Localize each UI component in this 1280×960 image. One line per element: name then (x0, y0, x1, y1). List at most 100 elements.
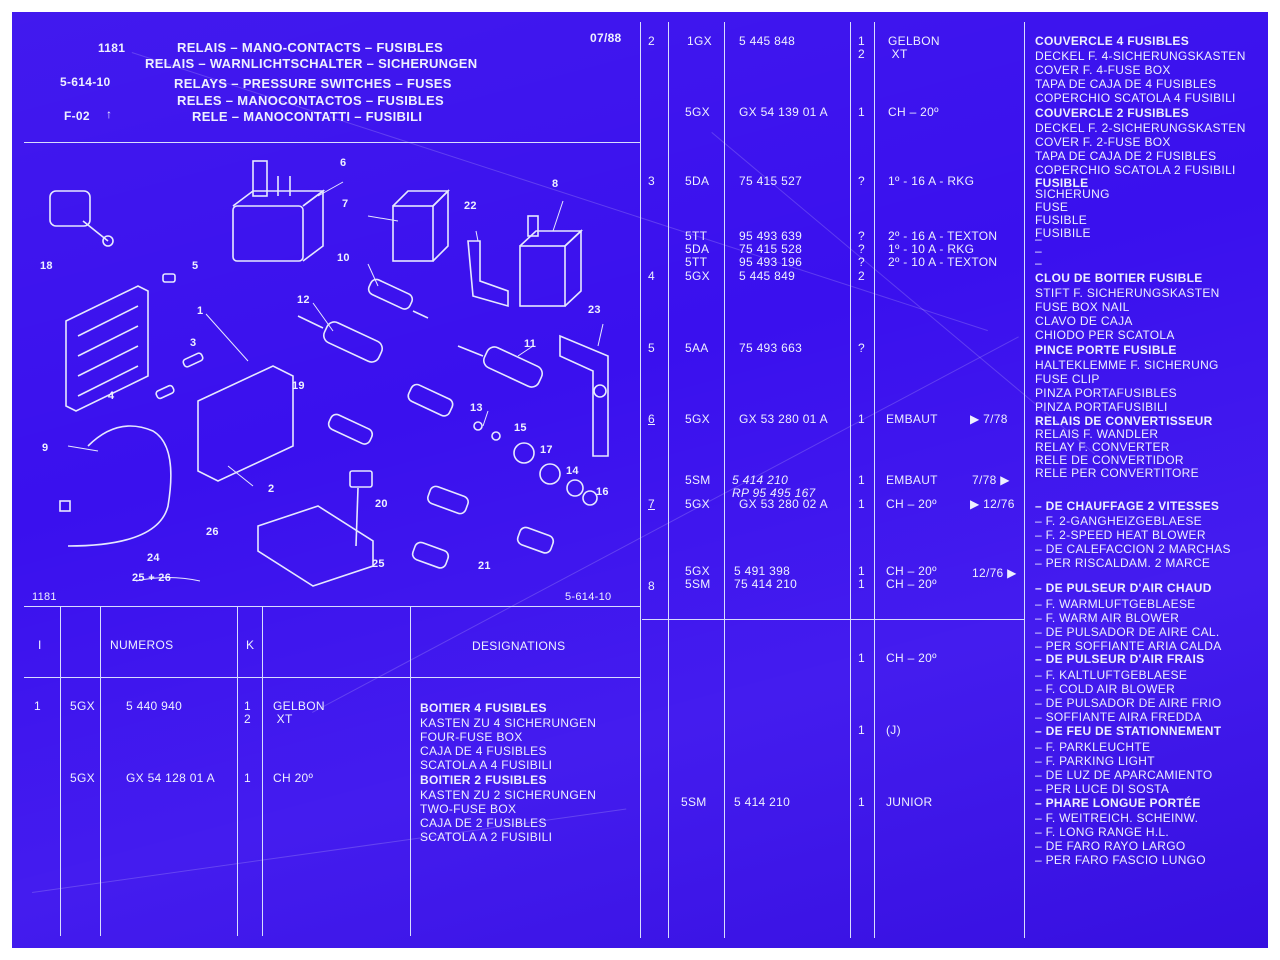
row-code: 5GX 5SM (685, 564, 711, 591)
divider (668, 22, 669, 938)
row-number: GX 54 139 01 A (739, 105, 828, 119)
row-number: 5 491 398 75 414 210 (734, 564, 798, 591)
divider (24, 677, 641, 678)
callout-26: 26 (206, 526, 219, 538)
row-qty: 1 2 (244, 699, 251, 726)
row-code: 1GX (687, 34, 712, 48)
header-title-en: RELAYS – PRESSURE SWITCHES – FUSES (174, 76, 452, 91)
designation-line: FUSE (1035, 200, 1069, 214)
header-code: 5-614-10 (60, 75, 111, 89)
row-number: 5 414 210 RP 95 495 167 (732, 473, 816, 500)
up-arrow-icon: ↑ (106, 107, 113, 121)
designation-title: – PHARE LONGUE PORTÉE (1035, 796, 1201, 810)
designation-line: – PER SOFFIANTE ARIA CALDA (1035, 639, 1222, 653)
designation-line: FUSE CLIP (1035, 372, 1100, 386)
row-desc: KASTEN ZU 2 SICHERUNGEN (420, 788, 597, 802)
column-header-index: I (38, 638, 42, 652)
callout-6: 6 (340, 157, 347, 169)
row-note: GELBON XT (888, 34, 940, 61)
row-qty: 1 (244, 771, 251, 785)
designation-line: CHIODO PER SCATOLA (1035, 328, 1175, 342)
row-note: 2º - 16 A - TEXTON 1º - 10 A - RKG 2º - … (888, 229, 998, 269)
header-title-es: RELES – MANOCONTACTOS – FUSIBLES (177, 93, 444, 108)
sensor-10-shape (367, 278, 429, 319)
callout-10: 10 (337, 252, 350, 264)
designation-line: SICHERUNG (1035, 187, 1110, 201)
callout-25: 25 (372, 558, 385, 570)
fuse-cover-2-shape (197, 365, 294, 482)
row-code: 5SM (685, 473, 711, 487)
row-qty: ? (858, 341, 865, 355)
designation-line: RELAIS F. WANDLER (1035, 427, 1159, 441)
callout-18: 18 (40, 260, 53, 272)
designation-title: – DE PULSEUR D'AIR CHAUD (1035, 581, 1212, 595)
relay-7-shape (392, 189, 450, 262)
sensor-12-shape (297, 315, 384, 363)
row-note: (J) (886, 723, 901, 737)
row-number: GX 53 280 01 A (739, 412, 828, 426)
row-code: 5GX (70, 771, 95, 785)
row-remark: ▶ 12/76 (970, 497, 1015, 511)
callout-7: 7 (342, 198, 349, 210)
row-code: 5GX (685, 412, 710, 426)
row-number: 5 440 940 (126, 699, 183, 713)
designation-line: – (1035, 256, 1042, 270)
row-note: CH – 20º CH – 20º (886, 564, 937, 591)
row-qty: 1 (858, 412, 865, 426)
designation-line: COVER F. 4-FUSE BOX (1035, 63, 1171, 77)
header-title-de: RELAIS – WARNLICHTSCHALTER – SICHERUNGEN (145, 56, 478, 71)
bracket-23-shape (559, 334, 609, 457)
row-desc: SCATOLA A 2 FUSIBILI (420, 830, 553, 844)
designation-line: COPERCHIO SCATOLA 4 FUSIBILI (1035, 91, 1236, 105)
callout-8: 8 (552, 178, 559, 190)
designation-line: – F. LONG RANGE H.L. (1035, 825, 1170, 839)
designation-line: TAPA DE CAJA DE 2 FUSIBLES (1035, 149, 1217, 163)
bracket-24-brace (135, 577, 201, 582)
designation-line: – DE LUZ DE APARCAMIENTO (1035, 768, 1213, 782)
designation-title: COUVERCLE 2 FUSIBLES (1035, 106, 1190, 120)
designation-title: CLOU DE BOITIER FUSIBLE (1035, 271, 1203, 285)
cable-tie-9-shape (59, 425, 172, 547)
row-item: 2 (648, 34, 655, 48)
designation-line: COVER F. 2-FUSE BOX (1035, 135, 1171, 149)
row-note: 1º - 16 A - RKG (888, 174, 975, 188)
relay-8-shape (519, 215, 584, 307)
designation-title: FUSIBLE (1035, 176, 1089, 190)
sensor-20-shape (427, 485, 469, 515)
callout-3: 3 (190, 337, 197, 349)
designation-line: – F. WEITREICH. SCHEINW. (1035, 811, 1199, 825)
row-qty: 1 2 (858, 34, 865, 61)
designation-line: STIFT F. SICHERUNGSKASTEN (1035, 286, 1220, 300)
row-qty: ? ? ? (858, 229, 865, 269)
row-number: 75 415 527 (739, 174, 803, 188)
row-note: EMBAUT (886, 412, 938, 426)
pressure-switch-18-shape (49, 190, 114, 247)
row-desc: CAJA DE 4 FUSIBLES (420, 744, 547, 758)
row-number: 95 493 639 75 415 528 95 493 196 (739, 229, 803, 269)
row-number: 75 493 663 (739, 341, 803, 355)
designation-line: HALTEKLEMME F. SICHERUNG (1035, 358, 1219, 372)
row-number: GX 53 280 02 A (739, 497, 828, 511)
divider (100, 606, 101, 936)
row-note: CH – 20º (886, 497, 937, 511)
row-code: 5GX (685, 105, 710, 119)
column-header-k: K (246, 638, 255, 652)
row-desc: KASTEN ZU 4 SICHERUNGEN (420, 716, 597, 730)
designation-line: – (1035, 244, 1042, 258)
designation-line: – F. KALTLUFTGEBLAESE (1035, 668, 1188, 682)
row-item: 4 (648, 269, 655, 283)
designation-line: TAPA DE CAJA DE 4 FUSIBLES (1035, 77, 1217, 91)
designation-line: – DE PULSADOR DE AIRE FRIO (1035, 696, 1222, 710)
designation-line: FUSIBLE (1035, 213, 1088, 227)
callout-9: 9 (42, 442, 49, 454)
callout-22: 22 (464, 200, 477, 212)
designation-line: – DE FARO RAYO LARGO (1035, 839, 1186, 853)
row-remark: 7/78 ▶ (972, 473, 1010, 487)
callout-20: 20 (375, 498, 388, 510)
divider (874, 22, 875, 938)
designation-line: PINZA PORTAFUSIBLES (1035, 386, 1177, 400)
row-item: 6 (648, 412, 655, 426)
designation-line: – F. WARMLUFTGEBLAESE (1035, 597, 1196, 611)
header-index: F-02 (64, 109, 90, 123)
callout-11: 11 (524, 338, 537, 350)
